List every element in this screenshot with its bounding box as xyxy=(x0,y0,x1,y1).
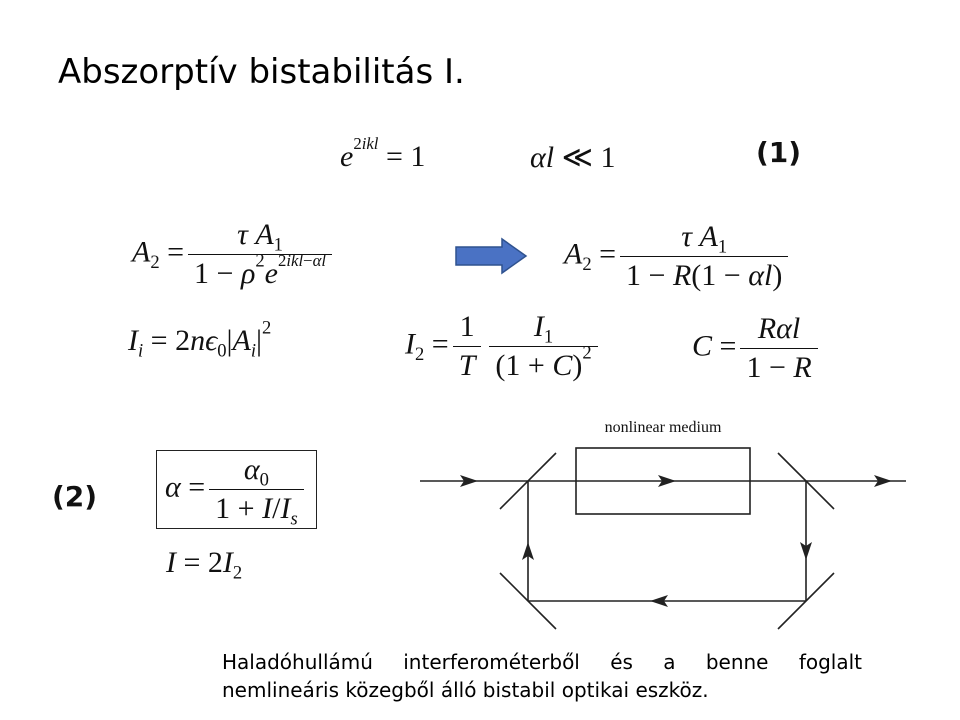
arrow-left-icon xyxy=(650,595,668,607)
equation-intensity: Ii = 2nϵ0|Ai|2 xyxy=(128,317,272,362)
equation-phase-condition: e2ikl = 1 xyxy=(340,134,426,173)
caption-line-2: nemlineáris közegből álló bistabil optik… xyxy=(222,678,709,702)
right-arrow-icon xyxy=(455,237,528,275)
equation-intensity-relation: I = 2I2 xyxy=(166,546,243,584)
equation-label-1: (1) xyxy=(756,136,802,169)
equation-label-2: (2) xyxy=(52,480,98,513)
arrow-down-icon xyxy=(800,542,812,560)
nonlinear-medium-label: nonlinear medium xyxy=(605,419,722,436)
arrow-medium-icon xyxy=(658,475,676,487)
equation-small-absorption: αl ≪ 1 xyxy=(530,141,616,174)
mirror-bottom-right xyxy=(777,572,835,630)
slide-caption: Haladóhullámú interferométerből és a ben… xyxy=(222,648,862,704)
slide-title: Abszorptív bistabilitás I. xyxy=(58,52,465,92)
mirror-top-left xyxy=(499,452,557,510)
caption-line-1: Haladóhullámú interferométerből és a ben… xyxy=(222,650,862,674)
arrow-up-icon xyxy=(522,542,534,560)
mirror-bottom-left xyxy=(499,572,557,630)
nonlinear-medium-box xyxy=(575,447,751,515)
mirror-top-right xyxy=(777,452,835,510)
arrow-output-icon xyxy=(874,475,892,487)
arrow-input-icon xyxy=(460,475,478,487)
